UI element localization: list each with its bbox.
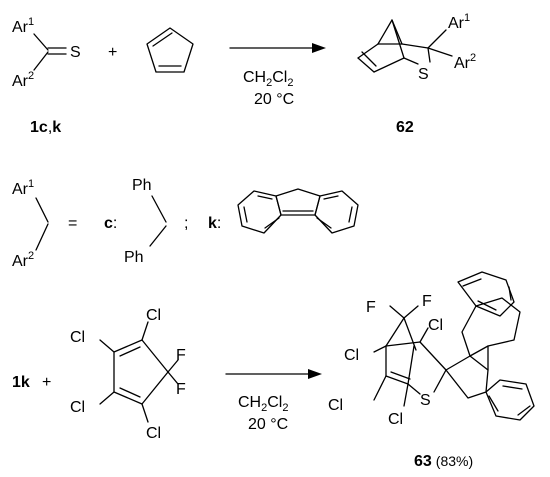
product-63-cl-bridge: Cl <box>428 317 443 334</box>
thioketone-ar2: Ar2 <box>12 70 34 90</box>
product-label-63: 63(83%) <box>414 453 473 470</box>
definition-ar2: Ar2 <box>12 250 34 270</box>
reactant-cl-bottom-right: Cl <box>146 425 161 442</box>
product-63-sulfur: S <box>420 392 431 409</box>
definition-ph-top: Ph <box>132 177 152 194</box>
definition-ar1: Ar1 <box>12 178 34 198</box>
product-63-structure: F F Cl Cl Cl Cl S <box>328 271 535 428</box>
definition-c-label: c: <box>104 215 117 232</box>
product-62-ar1: Ar1 <box>448 12 470 32</box>
product-62-structure: S Ar1 Ar2 <box>357 12 476 83</box>
thioketone-structure: Ar1 Ar2 S <box>12 16 81 90</box>
thioketone-ar1: Ar1 <box>12 16 34 36</box>
plus-sign-2: + <box>42 374 51 391</box>
fluorenylidene-structure <box>237 188 359 234</box>
definition-k-label: k: <box>208 215 221 232</box>
product-63-cl-bottom-right: Cl <box>388 411 403 428</box>
product-63-cl-left: Cl <box>344 347 359 364</box>
definition-equals: = <box>68 215 77 232</box>
thioketone-sulfur: S <box>70 44 81 61</box>
difluoro-tetrachloro-cyclopentadiene-structure: Cl Cl Cl Cl F F <box>70 307 186 442</box>
definition-semicolon: ; <box>184 215 188 232</box>
plus-sign-1: + <box>108 44 117 61</box>
conditions-temperature-2: 20 °C <box>248 416 288 433</box>
reaction-2: 1k + Cl Cl Cl Cl F F CH2Cl2 20 °C <box>12 271 535 470</box>
reactant-f-lower: F <box>176 381 186 398</box>
product-62-ar2: Ar2 <box>454 52 476 72</box>
product-label-62: 62 <box>396 119 414 136</box>
reactant-label-1ck: 1c,k <box>30 119 61 136</box>
reaction-1: Ar1 Ar2 S + CH2Cl2 20 °C 1c,k <box>12 12 476 136</box>
substituent-definitions: Ar1 Ar2 = c: Ph Ph ; k: <box>12 177 359 270</box>
reactant-cl-bottom-left: Cl <box>70 399 85 416</box>
product-63-f-right: F <box>422 293 432 310</box>
reaction-arrow-1 <box>229 43 326 53</box>
product-62-sulfur: S <box>418 66 429 83</box>
conditions-solvent-1: CH2Cl2 <box>243 69 293 89</box>
reactant-f-upper: F <box>176 347 186 364</box>
cyclopentadiene-structure <box>146 27 194 73</box>
definition-ph-bottom: Ph <box>124 249 144 266</box>
product-63-f-left: F <box>366 299 376 316</box>
reaction-arrow-2 <box>225 369 322 379</box>
reactant-cl-top-left: Cl <box>70 329 85 346</box>
reactant-label-1k: 1k <box>12 374 30 391</box>
conditions-solvent-2: CH2Cl2 <box>238 394 288 414</box>
reactant-cl-top-right: Cl <box>146 307 161 324</box>
product-63-cl-bottom: Cl <box>328 397 343 414</box>
conditions-temperature-1: 20 °C <box>254 91 294 108</box>
